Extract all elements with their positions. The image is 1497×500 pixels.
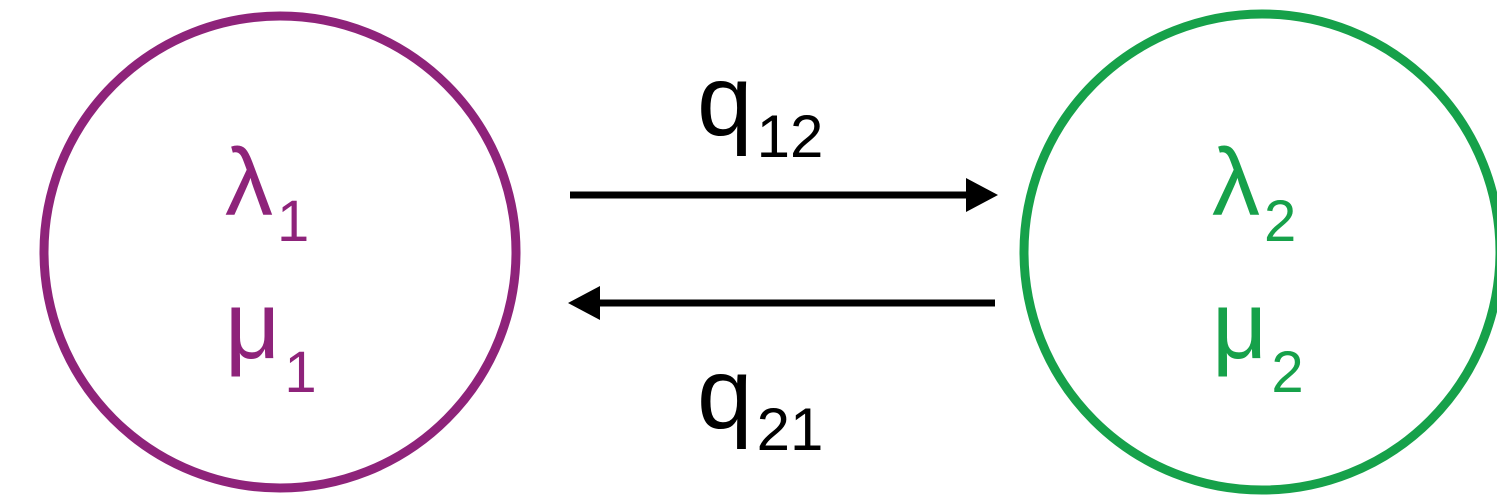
state-1-circle xyxy=(39,11,521,493)
transition-q12-label: q12 xyxy=(697,45,823,170)
state-2-node: λ2 μ2 xyxy=(1019,9,1497,495)
arrow-q12-head xyxy=(966,178,998,212)
state-2-lambda-label: λ2 xyxy=(1212,129,1296,254)
transition-q12: q12 xyxy=(570,45,998,212)
state-1-mu-label: μ1 xyxy=(225,272,317,405)
transition-q21: q21 xyxy=(568,286,995,463)
state-1-lambda-label: λ1 xyxy=(225,129,309,254)
state-2-circle xyxy=(1019,9,1497,495)
transition-q21-label: q21 xyxy=(697,338,823,463)
arrow-q21-head xyxy=(568,286,600,320)
state-2-mu-label: μ2 xyxy=(1212,272,1304,405)
state-1-node: λ1 μ1 xyxy=(39,11,521,493)
